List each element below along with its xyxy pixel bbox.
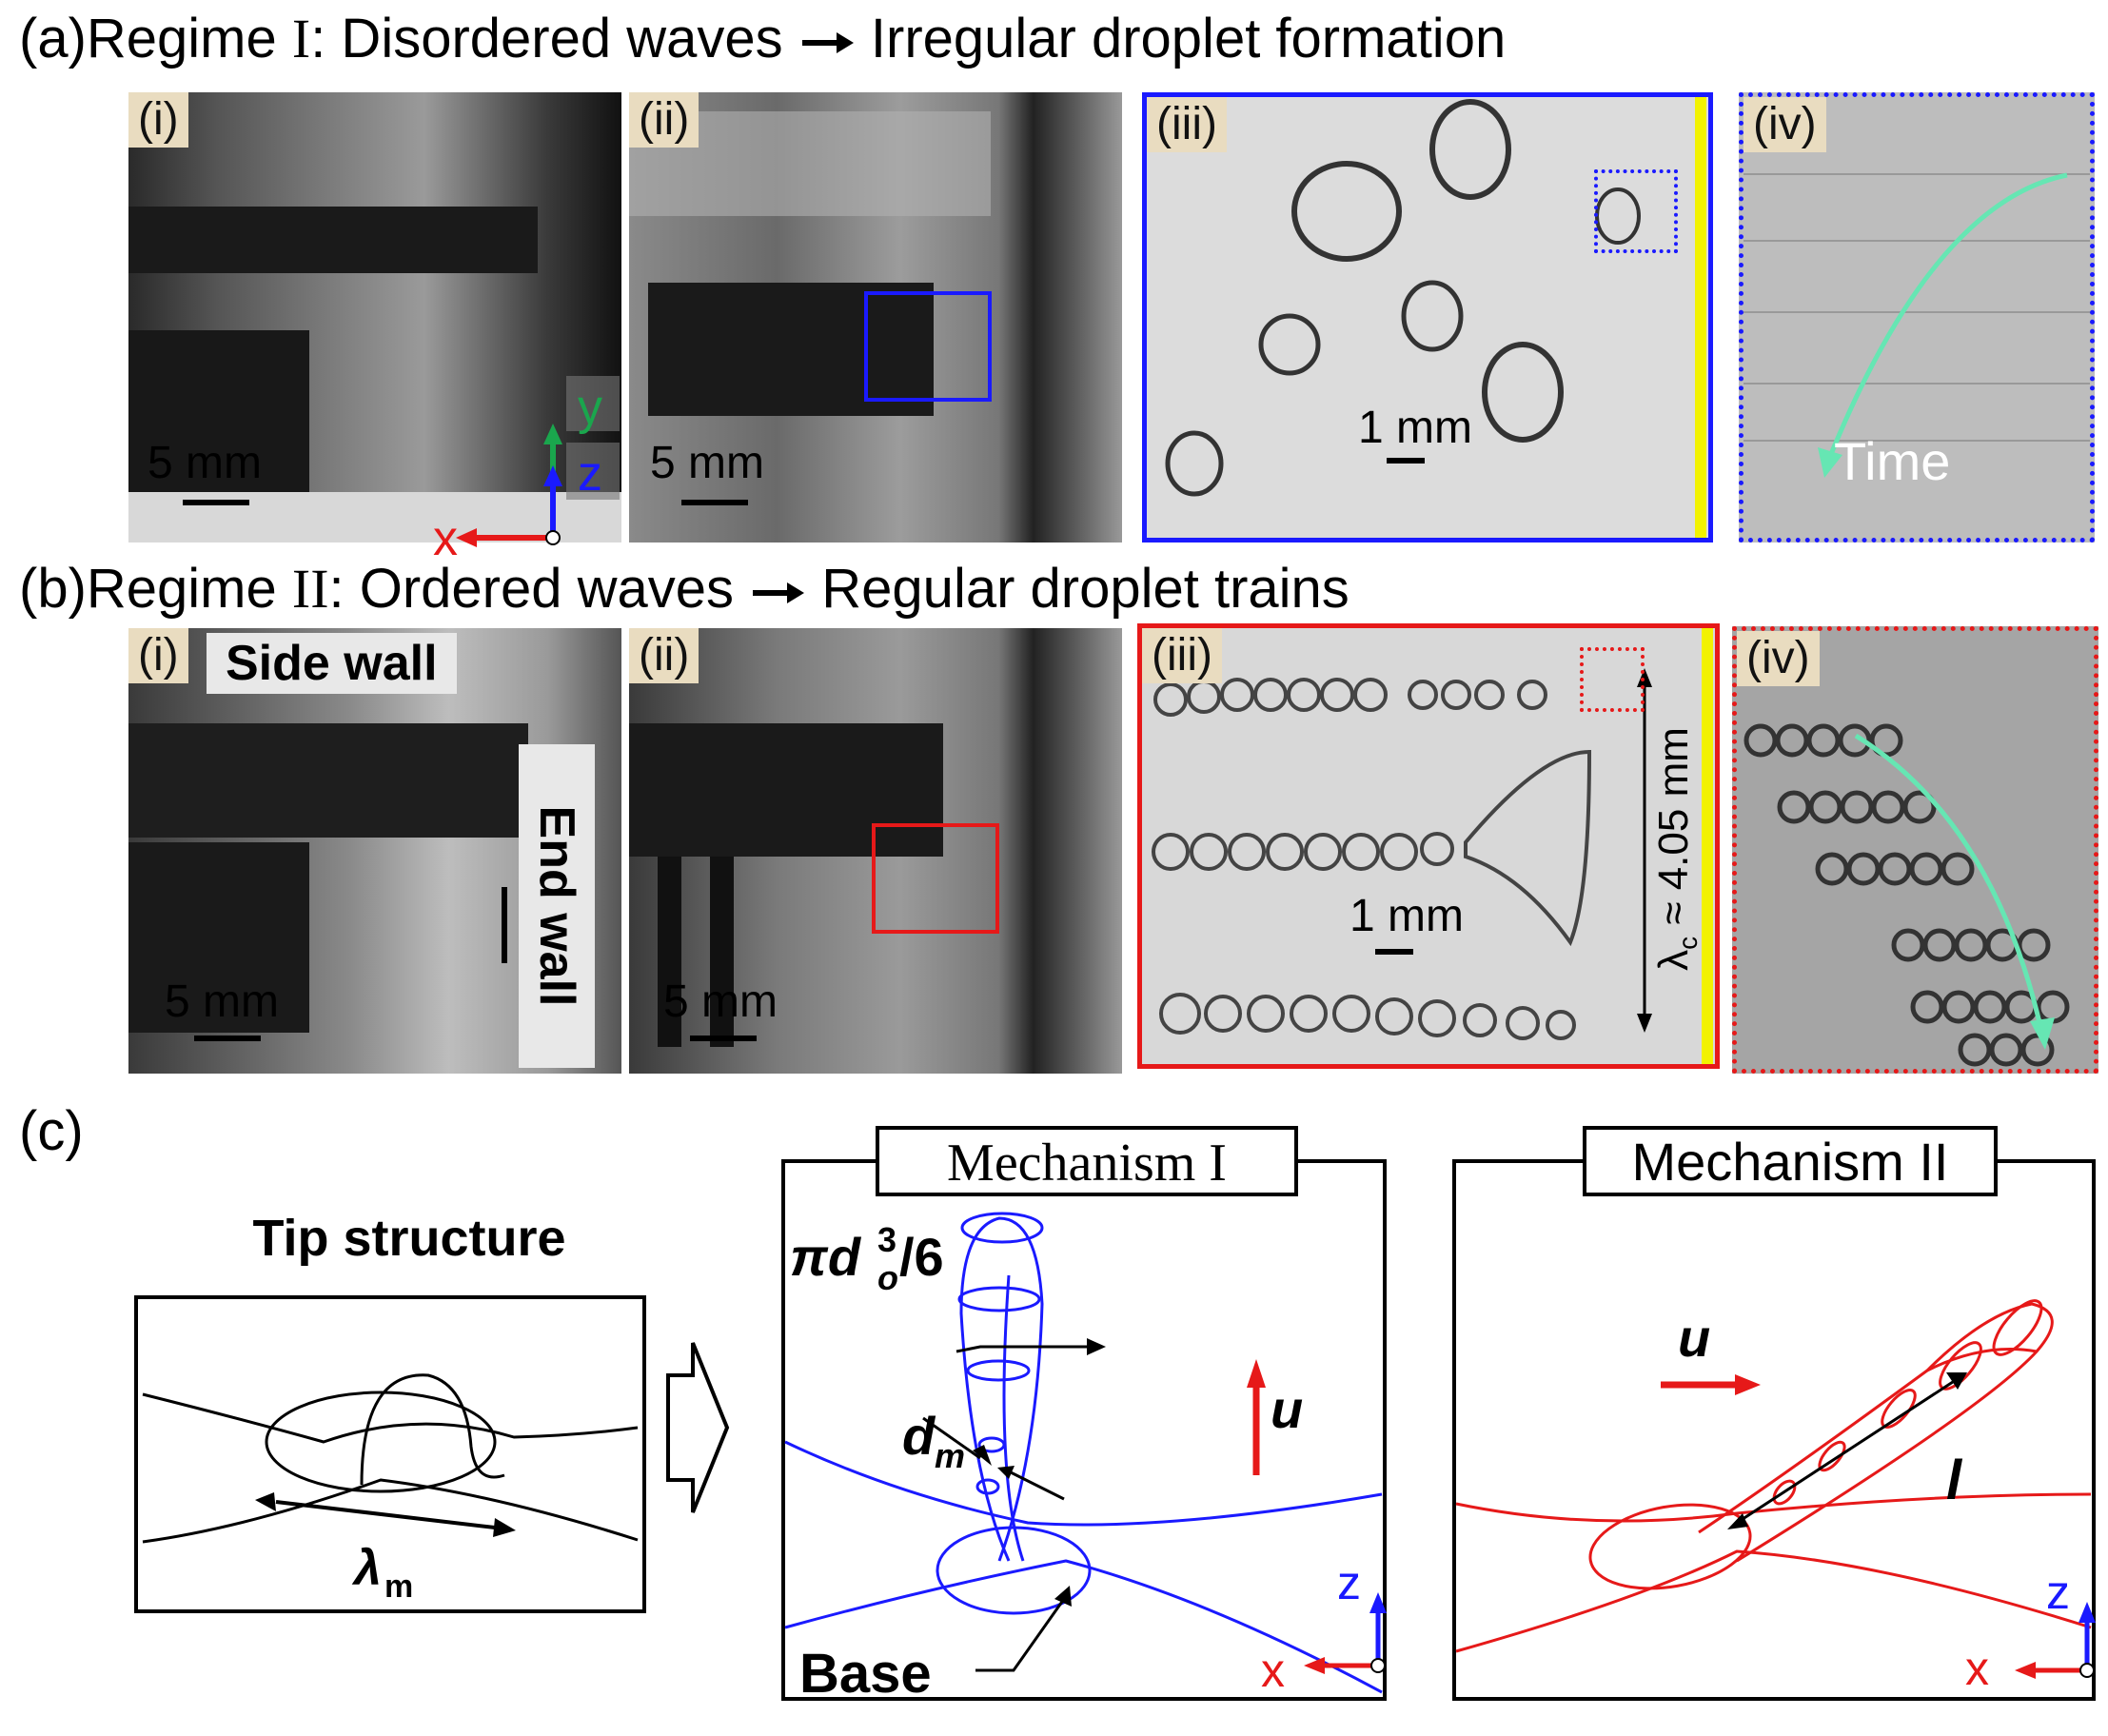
scale-bar-b-ii xyxy=(690,1036,757,1041)
end-wall-marker xyxy=(502,887,507,963)
dm-symbol: d xyxy=(902,1406,936,1466)
scale-label-b-iii: 1 mm xyxy=(1350,891,1464,941)
mechanism-2-diagram: Mechanism II u l z x xyxy=(1452,1126,2096,1701)
scale-label-a-i: 5 mm xyxy=(148,438,262,488)
mechanism-2-title: Mechanism II xyxy=(1632,1132,1949,1192)
zoom-box-b-ii xyxy=(872,823,999,934)
panel-c-letter: (c) xyxy=(19,1100,84,1162)
tip-structure-diagram: λ m xyxy=(134,1295,646,1613)
hollow-arrow-icon xyxy=(666,1342,730,1513)
time-label: Time xyxy=(1834,431,1951,491)
scale-bar-b-iii xyxy=(1375,949,1413,955)
lambda-c-sub: c xyxy=(1672,936,1703,950)
side-wall-label: Side wall xyxy=(207,633,457,694)
axis-x-label-mech1: x xyxy=(1261,1644,1285,1697)
dm-sub: m xyxy=(935,1436,965,1475)
scale-bar-b-i xyxy=(194,1036,261,1041)
scale-bar-a-ii xyxy=(681,500,748,505)
lambda-m-sub: m xyxy=(384,1568,413,1605)
lambda-c-label: λc ≈ 4.05 mm xyxy=(1650,727,1704,971)
photo-b-iv: (iv) xyxy=(1732,626,2098,1074)
scale-bar-a-iii xyxy=(1387,458,1425,464)
base-label: Base xyxy=(799,1643,932,1704)
photo-b-i: (i) Side wall End wall 5 mm xyxy=(128,628,621,1074)
heading-b-pre: Regime xyxy=(86,558,292,620)
lambda-c-symbol: λ xyxy=(1650,949,1698,971)
tag-a-iii: (iii) xyxy=(1147,97,1227,153)
tag-a-iv: (iv) xyxy=(1744,97,1826,153)
time-arrow-a xyxy=(1818,172,2068,478)
axis-triad-a: y z x xyxy=(433,376,620,557)
mechanism-1-title: Mechanism I xyxy=(947,1134,1227,1193)
scale-bar-a-i xyxy=(183,500,249,505)
heading-b-mid: : Ordered waves xyxy=(328,558,735,620)
panel-a-letter: (a) xyxy=(19,8,87,69)
tip-structure-title: Tip structure xyxy=(252,1210,566,1267)
zoom-box-b-iii xyxy=(1580,647,1645,712)
scale-label-a-ii: 5 mm xyxy=(650,438,764,488)
heading-b-post: Regular droplet trains xyxy=(821,558,1350,620)
end-wall-label: End wall xyxy=(529,805,584,1007)
heading-a-post: Irregular droplet formation xyxy=(870,8,1507,69)
tag-b-ii: (ii) xyxy=(629,628,699,684)
volume-tail: /6 xyxy=(899,1227,944,1287)
lambda-m-symbol: λ xyxy=(351,1541,382,1596)
photo-a-iv: (iv) Time xyxy=(1739,92,2095,542)
heading-b-roman: II xyxy=(291,558,329,620)
photo-a-iii: (iii) 1 mm xyxy=(1142,92,1713,542)
volume-pi-d: πd xyxy=(790,1227,862,1287)
photo-a-ii: (ii) 5 mm xyxy=(629,92,1122,542)
heading-a-pre: Regime xyxy=(86,8,292,69)
tag-b-i: (i) xyxy=(128,628,188,684)
l-label: l xyxy=(1946,1450,1963,1511)
tag-b-iv: (iv) xyxy=(1737,631,1820,687)
mechanism-1-diagram: Mechanism I u πd o 3 /6 d m Base z x xyxy=(781,1126,1387,1704)
axis-x-label-mech2: x xyxy=(1965,1642,1989,1695)
axis-y-label: y xyxy=(578,380,602,435)
tag-a-i: (i) xyxy=(128,92,188,148)
photo-a-i: (i) 5 mm xyxy=(128,92,621,542)
arrow-right-icon xyxy=(753,582,805,603)
u-label-mech1: u xyxy=(1271,1379,1303,1439)
volume-sub: o xyxy=(877,1258,898,1297)
axis-z-label-mech2: z xyxy=(2046,1566,2070,1619)
tag-a-ii: (ii) xyxy=(629,92,699,148)
heading-a-roman: I xyxy=(291,8,311,69)
panel-b-heading: (b)Regime II: Ordered waves Regular drop… xyxy=(19,562,1350,617)
panel-a-heading: (a)Regime I: Disordered waves Irregular … xyxy=(19,11,1506,67)
zoom-box-a-ii xyxy=(864,291,992,402)
photo-b-iii: (iii) 1 mm λc ≈ 4.05 mm xyxy=(1137,623,1720,1069)
photo-b-ii: (ii) 5 mm xyxy=(629,628,1122,1074)
scale-label-b-i: 5 mm xyxy=(165,976,279,1027)
tag-b-iii: (iii) xyxy=(1142,628,1222,684)
heading-a-mid: : Disordered waves xyxy=(310,8,783,69)
axis-x-label-a: x xyxy=(433,511,458,557)
panel-b-letter: (b) xyxy=(19,558,87,620)
arrow-right-icon xyxy=(801,31,854,53)
scale-label-b-ii: 5 mm xyxy=(663,976,778,1027)
scale-label-a-iii: 1 mm xyxy=(1358,403,1472,453)
lambda-c-value: ≈ 4.05 mm xyxy=(1650,727,1698,937)
volume-sup: 3 xyxy=(877,1220,896,1259)
zoom-box-a-iii xyxy=(1594,169,1678,253)
droplet-trains xyxy=(1152,668,1652,1040)
u-label-mech2: u xyxy=(1678,1308,1710,1368)
axis-z-label: z xyxy=(578,446,602,502)
axis-z-label-mech1: z xyxy=(1337,1556,1361,1609)
